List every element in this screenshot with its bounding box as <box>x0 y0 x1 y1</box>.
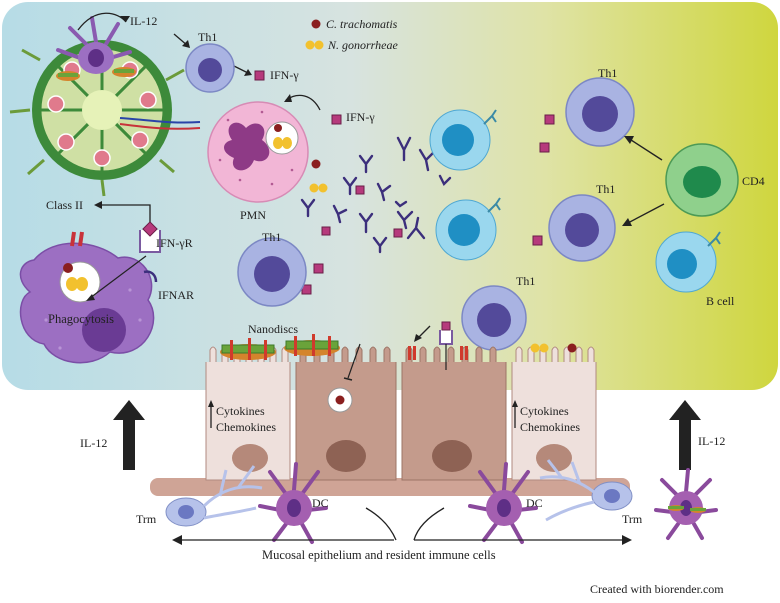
trm-cell-left <box>165 465 263 527</box>
macrophage <box>19 231 158 364</box>
pmn-neutrophil <box>207 101 309 203</box>
label-cytokines-right: Cytokines <box>520 404 569 418</box>
th1-cell-mid-left <box>237 237 307 307</box>
label-chemokines-left: Chemokines <box>216 420 276 434</box>
dc-cell-left <box>258 462 328 544</box>
label-chemokines-right: Chemokines <box>520 420 580 434</box>
ifng-top-square <box>254 70 265 81</box>
b-cell-right <box>655 231 721 293</box>
th1-cell-right-mid <box>548 194 616 262</box>
label-cytokines-left: Cytokines <box>216 404 265 418</box>
il12-arrow-right <box>669 400 701 470</box>
ifngr-receptor <box>139 221 161 253</box>
label-il12-left: IL-12 <box>80 436 108 450</box>
label-mucosal: Mucosal epithelium and resident immune c… <box>262 548 496 562</box>
b-cell-center-bottom <box>435 197 501 261</box>
label-ifngr: IFN-γR <box>156 236 193 250</box>
cd4-cell <box>665 143 739 217</box>
label-dc-right: DC <box>526 496 543 510</box>
ifng-squares-center <box>301 114 555 295</box>
label-trm-right: Trm <box>622 512 643 526</box>
lymph-node <box>9 16 201 197</box>
arrow-cd4-to-th1-mid <box>625 203 665 225</box>
label-th1-mid: Th1 <box>262 230 282 244</box>
label-nanodiscs: Nanodiscs <box>248 322 298 336</box>
arrow-to-phagocytosis <box>89 255 147 299</box>
gonorrhea-free <box>309 183 328 193</box>
label-il12-top: IL-12 <box>130 14 158 28</box>
th1-cell-center <box>461 285 527 351</box>
label-phagocytosis: Phagocytosis <box>48 312 114 326</box>
label-dc-left: DC <box>312 496 329 510</box>
nanodisc-lymph <box>56 67 136 81</box>
label-class-ii: Class II <box>46 198 83 212</box>
migration-curve-right <box>413 507 445 541</box>
arrow-to-class2 <box>98 204 151 222</box>
dendritic-cell-lymph <box>56 16 132 74</box>
chlamydia-legend-icon <box>311 19 321 29</box>
arrow-cd4-to-th1-top <box>627 137 663 161</box>
label-trm-left: Trm <box>136 512 157 526</box>
legend-gonorrhea: N. gonorrheae <box>328 38 398 52</box>
dc-cell-far-right <box>654 468 718 540</box>
label-pmn: PMN <box>240 208 267 222</box>
label-ifnar: IFNAR <box>158 288 195 302</box>
dc-cell-right <box>468 462 538 544</box>
chlamydia-free <box>311 159 321 169</box>
th1-cell-right-top <box>565 77 635 147</box>
label-b-cell: B cell <box>706 294 735 308</box>
label-th1-right-mid: Th1 <box>596 182 616 196</box>
label-cd4: CD4 <box>742 174 765 188</box>
b-cell-center-top <box>429 109 497 171</box>
antibodies-cluster <box>300 136 452 254</box>
label-ifng-pmn: IFN-γ <box>346 110 375 124</box>
th1-cell-top <box>185 43 235 93</box>
label-th1-center: Th1 <box>516 274 536 288</box>
trm-cell-right <box>539 459 633 522</box>
label-th1-right-top: Th1 <box>598 66 618 80</box>
epithelium <box>150 321 630 496</box>
label-created-with: Created with biorender.com <box>590 582 724 596</box>
gonorrhea-legend-icon <box>305 40 324 50</box>
label-il12-right: IL-12 <box>698 434 726 448</box>
il12-arrow-left <box>113 400 145 470</box>
ifng-pmn-square <box>331 114 342 125</box>
legend-chlamydia: C. trachomatis <box>326 17 398 31</box>
label-ifng-top: IFN-γ <box>270 68 299 82</box>
nanodiscs-group <box>220 334 340 360</box>
arrow-dc-to-il12 <box>77 12 127 31</box>
migration-curve-left <box>365 507 397 541</box>
label-th1-top: Th1 <box>198 30 218 44</box>
